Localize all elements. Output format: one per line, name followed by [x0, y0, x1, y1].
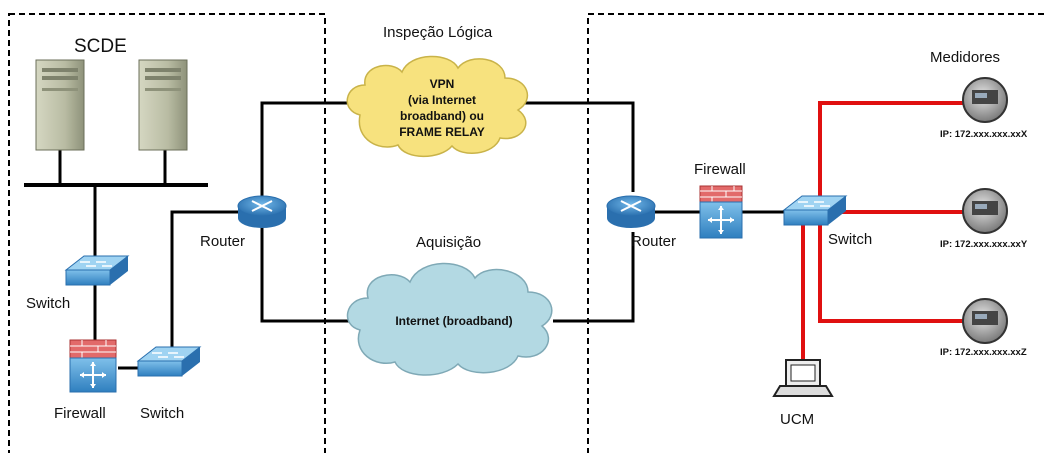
- meter-2-icon: [962, 188, 1008, 234]
- firewall-right: [699, 185, 743, 239]
- switch-to-meter-3: [818, 222, 965, 323]
- vpn-to-router-right: [525, 101, 635, 192]
- internet-to-router-right: [553, 232, 635, 323]
- switch2-to-router: [170, 210, 240, 352]
- router-to-internet: [260, 225, 355, 323]
- black-links: [24, 101, 788, 370]
- meter-1-icon: [962, 77, 1008, 123]
- meter-1-ip: IP: 172.xxx.xxx.xxX: [940, 129, 1028, 140]
- meter-3-ip: IP: 172.xxx.xxx.xxZ: [940, 347, 1027, 358]
- label-firewall-right: Firewall: [694, 161, 746, 178]
- meter-2-ip: IP: 172.xxx.xxx.xxY: [940, 239, 1028, 250]
- label-meters-title: Medidores: [930, 49, 1000, 66]
- server-1: [35, 59, 85, 151]
- router-to-vpn: [260, 101, 350, 200]
- vpn-cloud-line-2: (via Internet: [408, 93, 476, 107]
- label-switch-left-bottom: Switch: [140, 405, 184, 422]
- router-right: [606, 195, 656, 228]
- router-left: [237, 195, 287, 228]
- vpn-cloud-line-4: FRAME RELAY: [399, 125, 485, 139]
- right-zone-border: [587, 13, 1048, 453]
- vpn-cloud-line-3: broadband) ou: [400, 109, 484, 123]
- label-acquisition: Aquisição: [416, 234, 481, 251]
- vpn-cloud: [346, 55, 529, 158]
- switch-right: [782, 195, 848, 226]
- label-router-right: Router: [631, 233, 676, 250]
- left-zone-border: [8, 13, 326, 453]
- meter-3-icon: [962, 298, 1008, 344]
- title-scde: SCDE: [74, 36, 127, 57]
- switch-left-bottom: [136, 346, 202, 377]
- switch-left-top: [64, 255, 130, 286]
- label-firewall-left: Firewall: [54, 405, 106, 422]
- internet-cloud: [346, 262, 553, 376]
- label-ucm: UCM: [780, 411, 814, 428]
- firewall-left: [69, 339, 117, 393]
- label-logical-inspection: Inspeção Lógica: [383, 24, 493, 41]
- vpn-cloud-line-1: VPN: [430, 77, 455, 91]
- switch-to-meter-1: [818, 101, 965, 203]
- label-switch-left-top: Switch: [26, 295, 70, 312]
- ucm-laptop-icon: [772, 359, 834, 397]
- server-2: [138, 59, 188, 151]
- internet-cloud-label: Internet (broadband): [395, 314, 512, 328]
- red-links: [801, 101, 965, 368]
- label-router-left: Router: [200, 233, 245, 250]
- label-switch-right: Switch: [828, 231, 872, 248]
